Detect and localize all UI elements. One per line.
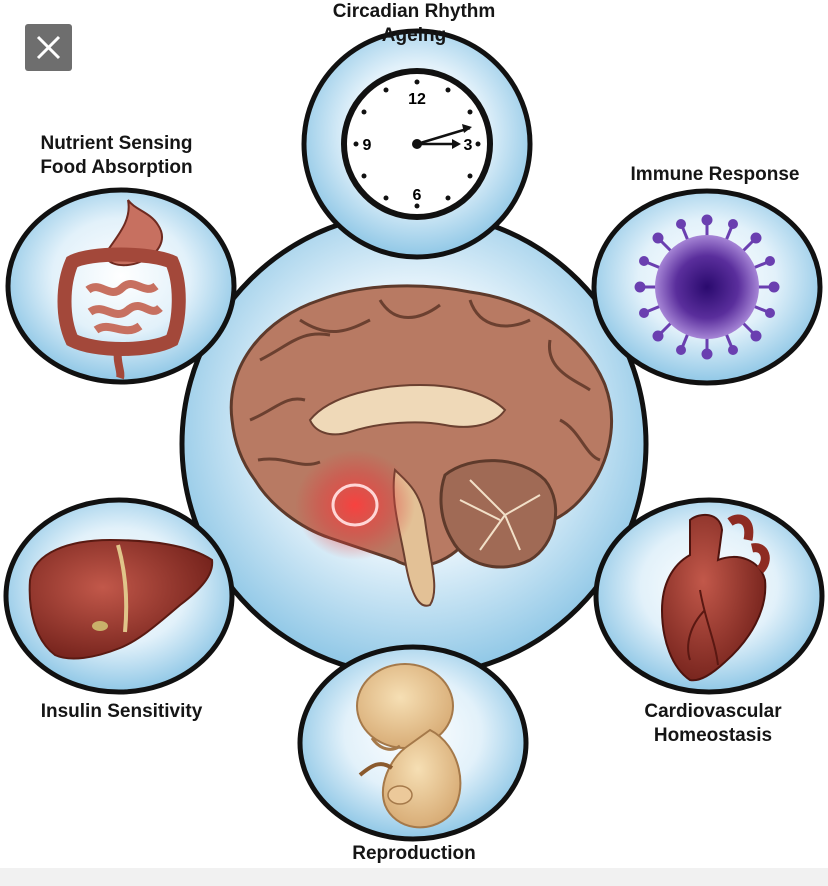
label-insulin-sensitivity: Insulin Sensitivity xyxy=(14,700,229,724)
label-cardio-line1: Cardiovascular xyxy=(613,700,813,724)
label-cardiovascular-homeostasis: Cardiovascular Homeostasis xyxy=(613,700,813,748)
label-immune-response: Immune Response xyxy=(610,163,820,187)
bottom-strip xyxy=(0,868,828,886)
label-cardio-line2: Homeostasis xyxy=(613,724,813,748)
center-brain-bubble xyxy=(182,212,646,676)
close-icon xyxy=(25,24,72,71)
label-nutrient-sensing: Nutrient Sensing Food Absorption xyxy=(14,132,219,180)
bottom-fetus-bubble xyxy=(300,647,526,839)
label-reproduction-text: Reproduction xyxy=(314,842,514,866)
label-reproduction: Reproduction xyxy=(314,842,514,866)
clock-number-12: 12 xyxy=(408,91,426,108)
label-circadian-line1: Circadian Rhythm xyxy=(309,0,519,24)
bottom-right-heart-bubble xyxy=(596,500,822,692)
top-clock-bubble: 12 3 6 9 xyxy=(304,31,530,257)
label-nutrient-line2: Food Absorption xyxy=(14,156,219,180)
label-circadian-line2: Ageing xyxy=(309,24,519,48)
bottom-left-liver-bubble xyxy=(6,500,232,692)
close-button[interactable] xyxy=(25,24,72,71)
clock-number-6: 6 xyxy=(413,187,422,204)
top-left-digestive-bubble xyxy=(8,190,234,382)
clock-number-9: 9 xyxy=(363,137,372,154)
label-circadian-rhythm-ageing: Circadian Rhythm Ageing xyxy=(309,0,519,48)
label-insulin-text: Insulin Sensitivity xyxy=(14,700,229,724)
top-right-virus-bubble xyxy=(594,191,820,383)
label-immune-text: Immune Response xyxy=(610,163,820,187)
label-nutrient-line1: Nutrient Sensing xyxy=(14,132,219,156)
clock-number-3: 3 xyxy=(464,137,473,154)
virus-icon xyxy=(636,216,778,358)
